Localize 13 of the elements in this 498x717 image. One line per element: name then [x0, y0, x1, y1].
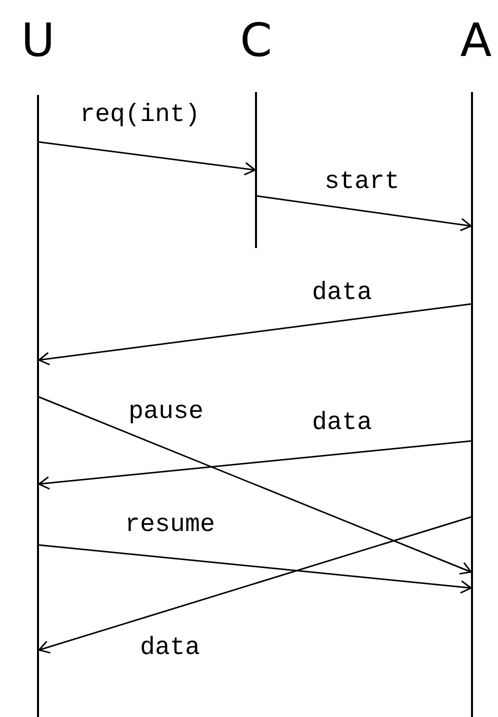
message-arrow — [38, 516, 472, 654]
participant-label: C — [238, 12, 274, 68]
message-arrow — [38, 544, 472, 594]
participant-label: U — [20, 12, 56, 68]
lifeline — [37, 95, 39, 717]
message-arrow — [256, 195, 472, 232]
participant-label: A — [459, 12, 493, 68]
message-arrow — [38, 303, 472, 366]
lifeline — [471, 92, 473, 717]
lifeline — [255, 92, 257, 248]
message-arrow — [38, 141, 256, 176]
message-arrow — [38, 440, 472, 490]
message-arrow — [38, 396, 472, 575]
